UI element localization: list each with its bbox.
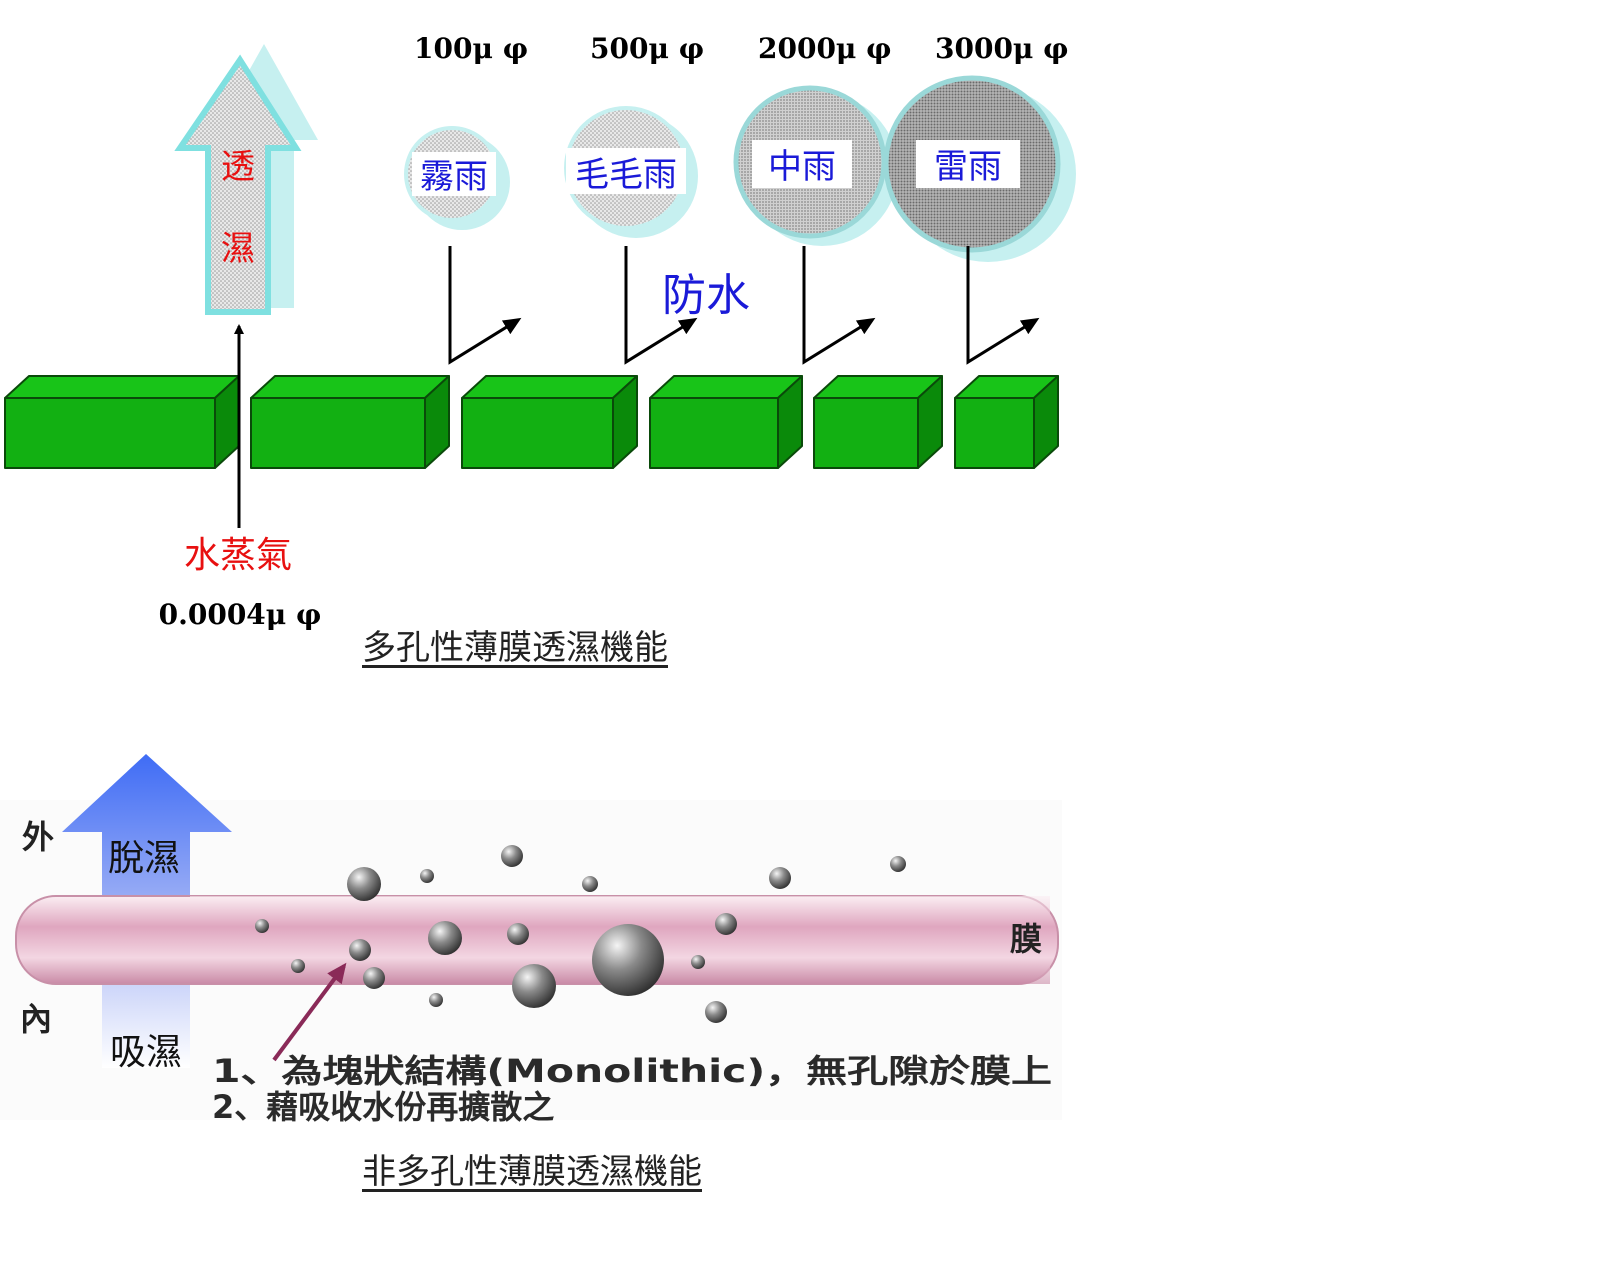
water-molecule: [347, 867, 381, 901]
water-molecule: [592, 924, 664, 996]
droplet-mist-label: 霧雨: [420, 157, 488, 197]
drop-size-1: 100μ φ: [414, 32, 528, 65]
membrane-block: [4, 375, 240, 469]
arrow-label-dehumidify: 脫濕: [108, 838, 180, 879]
water-molecule: [705, 1001, 727, 1023]
arrow-label-absorb: 吸濕: [110, 1032, 182, 1073]
droplet-moderate-rain-label: 中雨: [768, 147, 836, 187]
membrane-block: [250, 375, 450, 469]
membrane-block: [813, 375, 943, 469]
droplet-drizzle: 毛毛雨: [564, 106, 698, 238]
membrane-blocks: [4, 375, 1059, 469]
water-molecule: [428, 921, 462, 955]
deflection-arrows: [448, 246, 1040, 365]
inside-label: 內: [20, 1000, 52, 1038]
water-molecule: [691, 955, 705, 969]
water-molecule: [429, 993, 443, 1007]
water-molecule: [512, 964, 556, 1008]
droplet-thunderstorm-label: 雷雨: [934, 147, 1002, 187]
moisture-permeation-arrow: 透 濕: [174, 44, 318, 315]
waterproof-label: 防水: [662, 270, 750, 321]
water-molecule: [507, 923, 529, 945]
arrow-label-bottom: 濕: [221, 229, 255, 269]
water-molecule: [890, 856, 906, 872]
water-molecule: [363, 967, 385, 989]
water-molecule: [420, 869, 434, 883]
membrane-label: 膜: [1010, 920, 1042, 958]
porous-caption: 多孔性薄膜透濕機能: [362, 628, 668, 668]
water-molecules: [255, 845, 906, 1023]
drop-size-3: 2000μ φ: [758, 32, 892, 65]
outside-label: 外: [22, 818, 54, 856]
monolithic-pointer-arrow: [272, 962, 347, 1062]
nonporous-caption: 非多孔性薄膜透濕機能: [362, 1152, 702, 1192]
vapor-size-label: 0.0004μ φ: [159, 598, 322, 631]
water-molecule: [349, 939, 371, 961]
monolithic-note-1: 1、為塊狀結構(Monolithic)，無孔隙於膜上: [212, 1052, 1052, 1090]
membrane-block: [649, 375, 803, 469]
water-molecule: [715, 913, 737, 935]
arrow-label-top: 透: [221, 147, 255, 187]
water-molecule: [501, 845, 523, 867]
drop-size-2: 500μ φ: [590, 32, 704, 65]
water-molecule: [769, 867, 791, 889]
drop-size-4: 3000μ φ: [935, 32, 1069, 65]
droplet-mist: 霧雨: [404, 126, 510, 230]
membrane-block: [461, 375, 638, 469]
water-molecule: [582, 876, 598, 892]
droplet-drizzle-label: 毛毛雨: [575, 155, 677, 195]
membrane-block: [954, 375, 1059, 469]
droplet-thunderstorm: 雷雨: [883, 75, 1076, 262]
vapor-label: 水蒸氣: [184, 535, 292, 576]
water-molecule: [291, 959, 305, 973]
monolithic-note-2: 2、藉吸收水份再擴散之: [212, 1088, 554, 1126]
water-molecule: [255, 919, 269, 933]
droplet-moderate-rain: 中雨: [733, 85, 898, 246]
